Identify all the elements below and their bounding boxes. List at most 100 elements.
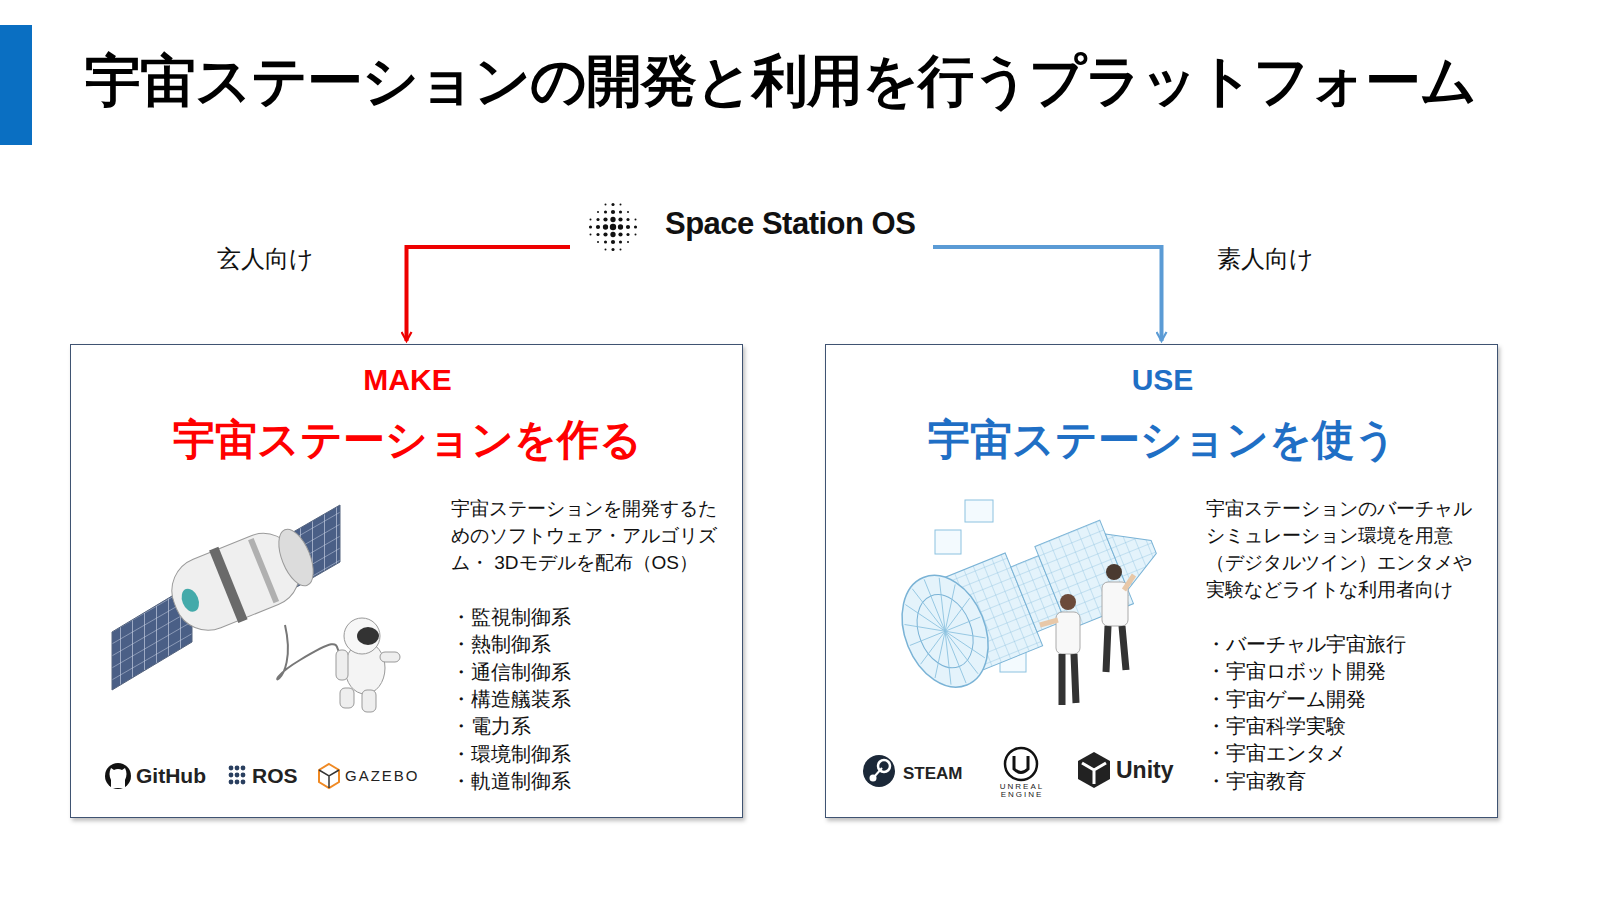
list-item: ・構造艤装系 (451, 686, 571, 713)
logo-dots (603, 217, 607, 221)
logo-dots (590, 219, 592, 221)
person (1060, 594, 1076, 610)
list-item: ・通信制御系 (451, 659, 571, 686)
gazebo-icon (319, 770, 339, 788)
ros-icon (235, 766, 240, 771)
fan-spokes (926, 578, 959, 631)
satellite-illustration (209, 547, 247, 623)
fan-spokes (937, 598, 978, 631)
tool-logo-text: STEAM (903, 764, 963, 784)
astronaut (380, 652, 400, 662)
github-icon (105, 763, 131, 789)
person (1106, 626, 1126, 672)
ros-icon (235, 780, 240, 785)
logo-dots (627, 241, 629, 243)
unity-icon (1078, 752, 1110, 788)
list-item: ・電力系 (451, 713, 531, 740)
logo-dots (605, 249, 607, 251)
list-item: ・環境制御系 (451, 741, 571, 768)
logo-dots (627, 211, 629, 213)
flow-arrow (933, 247, 1162, 341)
person (1102, 564, 1134, 672)
logo-dots (626, 233, 629, 236)
edge-label: 素人向け (1215, 243, 1316, 275)
logo-dots (605, 204, 607, 206)
person (1040, 594, 1080, 705)
astronaut (344, 618, 380, 654)
person (1040, 620, 1058, 625)
ros-icon (241, 773, 246, 778)
fan-spokes (905, 595, 945, 642)
logo-dots (604, 210, 607, 213)
astronaut (362, 690, 376, 712)
astronaut (336, 618, 400, 712)
logo-dots (603, 232, 607, 236)
fan-spokes (932, 631, 965, 684)
section-heading: 宇宙ステーションを作る (71, 411, 744, 469)
logo-dots (596, 225, 600, 229)
satellite-illustration (272, 524, 320, 590)
list-item: ・宇宙ゲーム開発 (1206, 686, 1366, 713)
tool-logo-text: GitHub (136, 764, 206, 788)
steam-icon (874, 768, 882, 777)
list-item: ・宇宙ロボット開発 (1206, 658, 1386, 685)
description-text: 宇宙ステーションのバーチャル シミュレーション環境を用意 （デジタルツイン）エン… (1206, 495, 1486, 603)
wireframe-station (886, 562, 1004, 700)
page-title: 宇宙ステーションの開発と利用を行うプラットフォーム (85, 44, 1476, 120)
ros-icon (229, 780, 234, 785)
logo-dots (618, 224, 623, 229)
ros-icon (229, 766, 246, 785)
fan-spokes (945, 621, 985, 668)
tool-logo-text: UNREAL ENGINE (992, 783, 1052, 800)
logo-dots (597, 241, 599, 243)
flow-arrow (407, 247, 571, 341)
ros-icon (241, 780, 246, 785)
satellite-illustration (277, 625, 345, 679)
steam-icon (863, 755, 895, 787)
list-item: ・宇宙エンタメ (1206, 740, 1346, 767)
person (1124, 575, 1134, 590)
wireframe-station (886, 493, 1175, 700)
list-item: ・監視制御系 (451, 604, 571, 631)
list-item: ・宇宙科学実験 (1206, 713, 1346, 740)
unreal-icon (1005, 748, 1037, 780)
tool-logo-text: GAZEBO (345, 767, 420, 784)
wireframe-station (886, 493, 1175, 705)
logo-dots (626, 225, 630, 229)
logo-dots (626, 218, 629, 221)
wireframe-station (965, 500, 993, 522)
list-item: ・宇宙教育 (1206, 768, 1306, 795)
logo-dots (603, 224, 608, 229)
unity-icon (1078, 752, 1110, 788)
section-kicker: USE (826, 363, 1499, 397)
astronaut (357, 627, 379, 645)
logo-dots (619, 210, 622, 213)
section-kicker: MAKE (71, 363, 744, 397)
github-icon (105, 763, 131, 789)
logo-dots (635, 234, 637, 236)
logo-dots (590, 234, 592, 236)
ros-icon (229, 773, 234, 778)
satellite-illustration (248, 538, 279, 603)
section-heading: 宇宙ステーションを使う (826, 411, 1499, 469)
fan-spokes (889, 565, 1001, 697)
logo-dots (597, 211, 599, 213)
list-item: ・軌道制御系 (451, 768, 571, 795)
logo-dots (611, 203, 614, 206)
logo-node: Space Station OS (580, 190, 928, 264)
astronaut (336, 650, 348, 680)
logo-dots (610, 224, 616, 230)
github-icon (110, 768, 127, 788)
person (1062, 654, 1076, 705)
satellite-illustration (161, 516, 324, 642)
gazebo-icon (319, 764, 339, 788)
unreal-icon (1005, 748, 1037, 780)
panel-box: MAKE宇宙ステーションを作る宇宙ステーションを開発するた めのソフトウェア・ア… (70, 344, 743, 818)
logo-dots (596, 218, 599, 221)
logo-dots (589, 203, 637, 251)
wireframe-station (907, 586, 984, 676)
logo-dots (618, 232, 622, 236)
logo-dots (611, 210, 615, 214)
logo-dots (610, 217, 615, 222)
